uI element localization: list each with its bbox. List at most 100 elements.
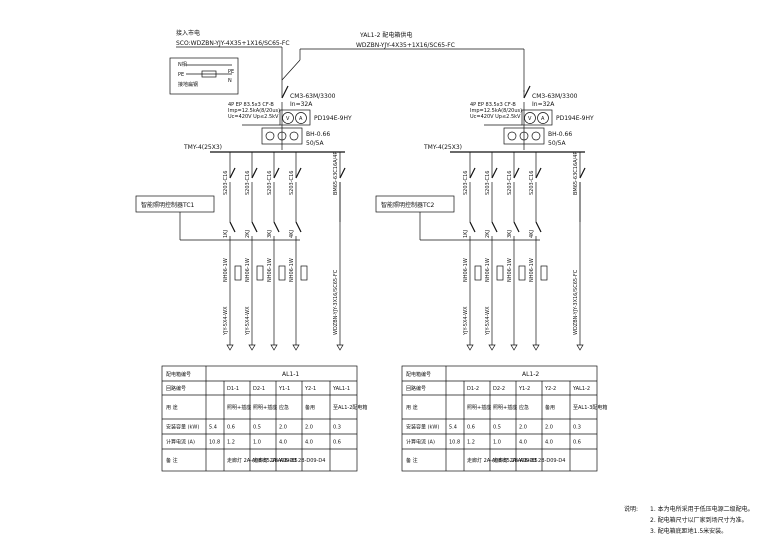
table-circuit-4: YAL1-2 [572, 386, 590, 392]
voltmeter-symbol: V [528, 116, 532, 122]
branch-breaker-label-3: S203-C16 [267, 171, 273, 195]
branch-breaker-5 [339, 167, 346, 179]
meter-box [279, 109, 311, 126]
branch-arrow-2 [248, 344, 256, 351]
table-frame [161, 365, 358, 472]
table-row-label-1: 用 途 [406, 404, 418, 411]
table-current-0: 1.2 [467, 440, 475, 446]
table-capacity-3: 2.0 [545, 425, 553, 431]
legend-fuse [201, 70, 217, 78]
main-breaker-rating: In=32A [532, 101, 555, 108]
branch-2: S203-C16 2KJ NH06-1W YJY-5X4-WX [485, 152, 504, 351]
branch-breaker-label-5: BM65-63C16A/4P [573, 152, 579, 195]
table-circuit-1: D2-2 [493, 386, 505, 392]
branch-fuse-1 [474, 265, 482, 281]
branch-breaker-label-4: S203-C16 [289, 171, 295, 195]
table-row-label-4: 备 注 [166, 457, 178, 464]
incoming-source-label: 接入市电 [176, 29, 200, 37]
table-capacity-4: 0.3 [333, 425, 341, 431]
main-breaker-switch [281, 85, 289, 99]
ct-coil-0 [507, 131, 517, 141]
branch-breaker-label-1: S203-C16 [223, 171, 229, 195]
crossref-diag [281, 59, 301, 81]
branch-cable-label-1: NH06-1W [463, 258, 469, 282]
branch-arrow-2 [488, 344, 496, 351]
branch-cable-label-4: NH06-1W [289, 258, 295, 282]
branch-contactor-label-3: 3KJ [267, 230, 273, 238]
table-capacity-0: 0.6 [467, 425, 475, 431]
crossref-cable: WDZBN-YJY-4X35+1X16/SC65-FC [356, 42, 455, 49]
ammeter-symbol: A [541, 116, 545, 122]
table-capacity-1: 0.5 [493, 425, 501, 431]
meter-box [521, 109, 553, 126]
branch-breaker-5 [579, 167, 586, 179]
table-title-label: 配电箱编号 [166, 371, 191, 378]
branch-cable-label-4: NH06-1W [529, 258, 535, 282]
table-circuit-3: Y2-2 [544, 386, 556, 392]
notes: 说明: 1. 本为电所采用于低压电源二级配电。 2. 配电箱尺寸以厂家到场尺寸为… [624, 505, 754, 535]
table-circuit-0: D1-2 [467, 386, 479, 392]
table-use-2: 应急 [519, 404, 529, 411]
main-breaker-model: CM3-63M/3300 [290, 93, 336, 100]
table-row-label-0: 回路编号 [406, 385, 426, 392]
table-remark-1: 走廊灯 2A-A08-D3 2B-D09-D4 [253, 457, 325, 464]
table-current-4: 0.6 [573, 440, 581, 446]
branch-contactor-label-2: 2KJ [245, 230, 251, 238]
table-circuit-1: D2-1 [253, 386, 265, 392]
table-capacity-0: 0.6 [227, 425, 235, 431]
legend-tag-n: N [228, 78, 232, 84]
controller-label: 智能照明控制器TC1 [141, 201, 195, 209]
branch-breaker-label-2: S203-C16 [485, 171, 491, 195]
table-use-2: 应急 [279, 404, 289, 411]
branch-breaker-1 [469, 167, 476, 179]
controller-box [375, 195, 455, 213]
surge-note-1: Imp=12.5kA(8/20us) [228, 108, 280, 114]
busbar-label: TMY-4(25X3) [183, 144, 222, 151]
ct-coil-1 [277, 131, 287, 141]
branch-arrow-1 [466, 344, 474, 351]
ct-coil-2 [531, 131, 541, 141]
voltmeter [524, 112, 536, 124]
table-row-label-4: 备 注 [406, 457, 418, 464]
note-1: 1. 本为电所采用于低压电源二级配电。 [650, 505, 754, 513]
branch-cable-label-2: NH06-1W [485, 258, 491, 282]
table-circuit-3: Y2-1 [304, 386, 316, 392]
table-capacity-2: 2.0 [519, 425, 527, 431]
branch-contactor-label-2: 2KJ [485, 230, 491, 238]
notes-label: 说明: [624, 505, 638, 513]
table-use-3: 备用 [545, 404, 555, 411]
table-use-1: 照明+插座 [253, 404, 277, 411]
table-row-label-3: 计算电流 (A) [166, 439, 195, 446]
branch-breaker-label-2: S203-C16 [245, 171, 251, 195]
table-current-1: 1.0 [253, 440, 261, 446]
table-use-4: 至AL1-3配电箱 [573, 404, 607, 411]
table-circuit-2: Y1-1 [278, 386, 290, 392]
crossref-label: YAL1-2 配电箱供电 [359, 31, 412, 39]
ct-coil-1 [519, 131, 529, 141]
branch-contactor-4 [295, 221, 302, 233]
table-current-1: 1.0 [493, 440, 501, 446]
branch-arrow-5 [336, 344, 344, 351]
branch-breaker-label-4: S203-C16 [529, 171, 535, 195]
table-remark-1: 走廊灯 2A-A08-D3 2B-D09-D4 [493, 457, 565, 464]
branch-breaker-2 [251, 167, 258, 179]
table-total-current: 10.8 [449, 440, 460, 446]
table-capacity-1: 0.5 [253, 425, 261, 431]
branch-contactor-label-4: 4KJ [289, 230, 295, 238]
branch-wire-label-2: YJY-5X4-WX [485, 306, 491, 336]
table-row-label-2: 安装容量 (kW) [166, 424, 199, 431]
branch-fuse-4 [300, 265, 308, 281]
branch-wire-label-5: WDZBN-YJY-3X16/SC65-FC [333, 269, 339, 335]
branch-arrow-3 [270, 344, 278, 351]
branch-breaker-4 [295, 167, 302, 179]
branch-cable-label-1: NH06-1W [223, 258, 229, 282]
legend-row-pe: PE [178, 72, 184, 78]
